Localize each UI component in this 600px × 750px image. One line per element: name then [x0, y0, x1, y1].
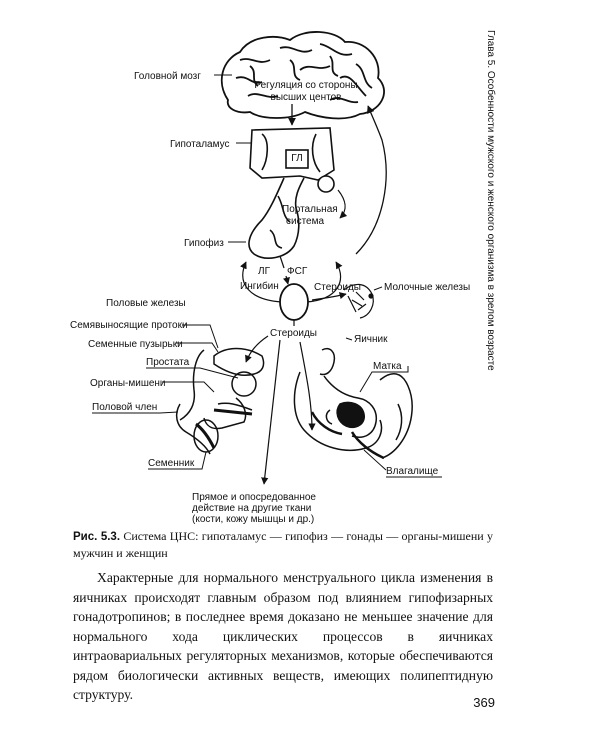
brain-label: Головной мозг [134, 71, 201, 82]
ovary-label: Яичник [354, 334, 388, 345]
caption-label: Рис. 5.3. [73, 531, 121, 543]
effect-label-line1: Прямое и опосредованное [192, 492, 316, 503]
gonad-oval [279, 283, 309, 321]
figure-cns-diagram: Регуляция со стороны высших центов Голов… [70, 31, 470, 525]
vagina-label: Влагалище [386, 466, 439, 477]
caption-text: Система ЦНС: гипоталамус — гипофиз — гон… [73, 529, 494, 560]
steroids-center-label: Стероиды [270, 328, 317, 339]
arrow-steroids-feedback [305, 261, 343, 303]
uterus-leader-line [359, 366, 409, 393]
penis-leader-line [92, 411, 179, 414]
regulation-label-line2: высших центов [271, 92, 342, 103]
portal-label-line2: система [286, 216, 324, 227]
testis-leader-line [148, 451, 207, 470]
hormone-stem-line [279, 255, 285, 269]
prostate-label: Простата [146, 357, 190, 368]
lh-label: ЛГ [258, 266, 271, 277]
arrow-steroids-to-tissues [261, 339, 281, 485]
prostate-leader-line [146, 367, 239, 379]
male-reproductive-illustration [175, 347, 265, 455]
uterus-label: Матка [373, 361, 402, 372]
penis-label: Половой член [92, 402, 157, 413]
arrow-to-hypothalamus-small [337, 189, 348, 219]
mammary-gland-illustration [343, 283, 374, 319]
vas-deferens-label: Семявыносящие протоки [70, 320, 188, 331]
mammary-leader-line [373, 286, 383, 291]
testis-label: Семенник [148, 458, 195, 469]
hypothalamus-label: Гипоталамус [170, 139, 230, 150]
target-organs-leader-line [162, 381, 215, 393]
figure-caption: Рис. 5.3. Система ЦНС: гипоталамус — гип… [73, 528, 493, 561]
seminal-vesicles-label: Семенные пузырьки [88, 339, 183, 350]
fsh-label: ФСГ [287, 266, 308, 277]
arrow-feedback-to-brain [355, 105, 387, 255]
seminal-vesicles-leader-line [176, 342, 219, 353]
ovary-leader-line [345, 337, 353, 341]
effect-label-line2: действие на другие ткани [192, 503, 311, 514]
pituitary-label: Гипофиз [184, 237, 224, 249]
target-organs-label: Органы-мишени [90, 378, 166, 389]
female-reproductive-illustration [293, 348, 413, 460]
effect-label-line3: (кости, кожу мышцы и др.) [192, 514, 314, 525]
arrow-gonadotropins-to-gonad [282, 275, 290, 285]
gl-label: ГЛ [291, 153, 302, 164]
arrow-to-mammary [311, 292, 347, 301]
hypothalamus-pituitary-illustration [248, 127, 335, 259]
arrow-inhibin [240, 261, 283, 303]
vas-deferens-leader-line [182, 324, 219, 349]
arrow-steroids-to-male [245, 335, 269, 363]
mammary-label: Молочные железы [384, 282, 470, 293]
vagina-leader-line [363, 449, 387, 471]
diagram-svg: Регуляция со стороны высших центов Голов… [70, 31, 470, 525]
portal-label-line1: Портальная [282, 204, 338, 215]
steroids-top-label: Стероиды [314, 282, 361, 293]
body-paragraph: Характерные для нормального менструально… [73, 570, 493, 702]
brain-illustration [220, 31, 385, 120]
regulation-label-line1: Регуляция со стороны [254, 80, 357, 91]
gonads-label: Половые железы [106, 298, 186, 309]
inhibin-label: Ингибин [240, 280, 279, 292]
page-number: 369 [473, 695, 495, 710]
arrow-steroids-to-female [299, 341, 316, 431]
